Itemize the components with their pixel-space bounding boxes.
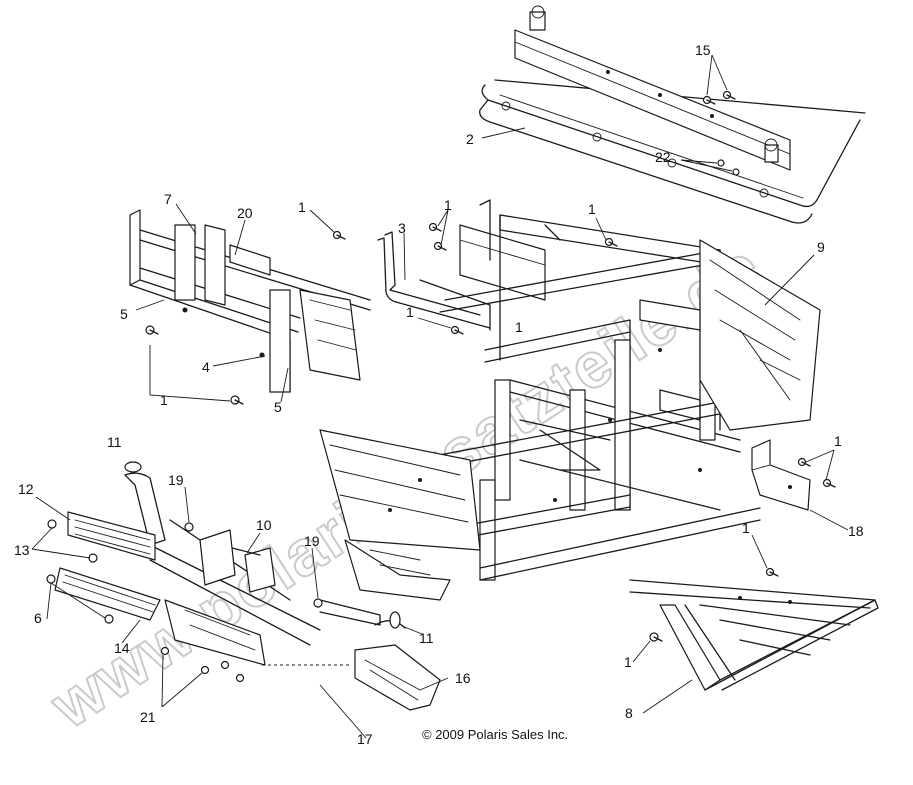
skid-plate bbox=[354, 644, 441, 711]
bracket-18 bbox=[751, 439, 811, 511]
callout-5: 5 bbox=[120, 306, 128, 322]
callout-9: 9 bbox=[817, 239, 825, 255]
callout-2: 2 bbox=[466, 131, 474, 147]
bolt-13-a bbox=[47, 519, 57, 529]
leader-lines bbox=[31, 54, 849, 739]
callout-1: 1 bbox=[444, 197, 452, 213]
main-chassis-frame bbox=[319, 214, 821, 601]
callout-21: 21 bbox=[140, 709, 156, 725]
bolt-1-k bbox=[649, 632, 663, 642]
rops-mount-bracket bbox=[377, 199, 561, 331]
callout-10: 10 bbox=[256, 517, 272, 533]
callout-1: 1 bbox=[834, 433, 842, 449]
callout-1: 1 bbox=[160, 392, 168, 408]
callout-16: 16 bbox=[455, 670, 471, 686]
callout-14: 14 bbox=[114, 640, 130, 656]
callout-labels: 15 2 22 7 20 1 3 1 1 9 1 1 5 4 1 5 11 1 … bbox=[14, 42, 864, 747]
callout-17: 17 bbox=[357, 731, 373, 747]
callout-20: 20 bbox=[237, 205, 253, 221]
copyright-notice: © 2009 Polaris Sales Inc. bbox=[422, 727, 568, 742]
callout-1: 1 bbox=[298, 199, 306, 215]
bolt-1-a bbox=[332, 230, 346, 240]
callout-8: 8 bbox=[625, 705, 633, 721]
bolt-1-f bbox=[145, 325, 159, 335]
bolt-1-d bbox=[604, 237, 618, 247]
callout-1: 1 bbox=[588, 201, 596, 217]
bolt-1-b bbox=[428, 222, 442, 232]
callout-3: 3 bbox=[398, 220, 406, 236]
dash-frame bbox=[129, 209, 371, 393]
callout-1: 1 bbox=[406, 304, 414, 320]
bolt-15-a bbox=[702, 95, 716, 105]
bolt-6-b bbox=[104, 614, 114, 624]
bolt-13-b bbox=[88, 553, 98, 563]
bolt-15-b bbox=[722, 90, 736, 100]
callout-6: 6 bbox=[34, 610, 42, 626]
callout-12: 12 bbox=[18, 481, 34, 497]
callout-13: 13 bbox=[14, 542, 30, 558]
callout-22: 22 bbox=[655, 149, 671, 165]
callout-1: 1 bbox=[624, 654, 632, 670]
bolt-1-g bbox=[230, 395, 244, 405]
callout-7: 7 bbox=[164, 191, 172, 207]
front-bumper bbox=[54, 461, 406, 683]
rear-hitch-frame bbox=[629, 579, 879, 691]
callout-11: 11 bbox=[107, 434, 122, 450]
callout-19: 19 bbox=[168, 472, 184, 488]
bolt-1-e bbox=[450, 325, 464, 335]
bolt-1-i bbox=[822, 478, 836, 488]
callout-19: 19 bbox=[304, 533, 320, 549]
callout-1: 1 bbox=[515, 319, 523, 335]
fasteners bbox=[46, 90, 836, 642]
callout-5: 5 bbox=[274, 399, 282, 415]
bolt-1-h bbox=[797, 457, 811, 467]
bolt-1-c bbox=[433, 241, 447, 251]
bolt-6-a bbox=[46, 574, 56, 584]
callout-1: 1 bbox=[742, 520, 750, 536]
cargo-box-frame bbox=[479, 5, 866, 224]
callout-11: 11 bbox=[419, 630, 434, 646]
callout-15: 15 bbox=[695, 42, 711, 58]
callout-18: 18 bbox=[848, 523, 864, 539]
nut-22-b bbox=[732, 168, 740, 176]
bolt-1-j bbox=[765, 567, 779, 577]
callout-4: 4 bbox=[202, 359, 210, 375]
nut-22-a bbox=[717, 159, 725, 167]
